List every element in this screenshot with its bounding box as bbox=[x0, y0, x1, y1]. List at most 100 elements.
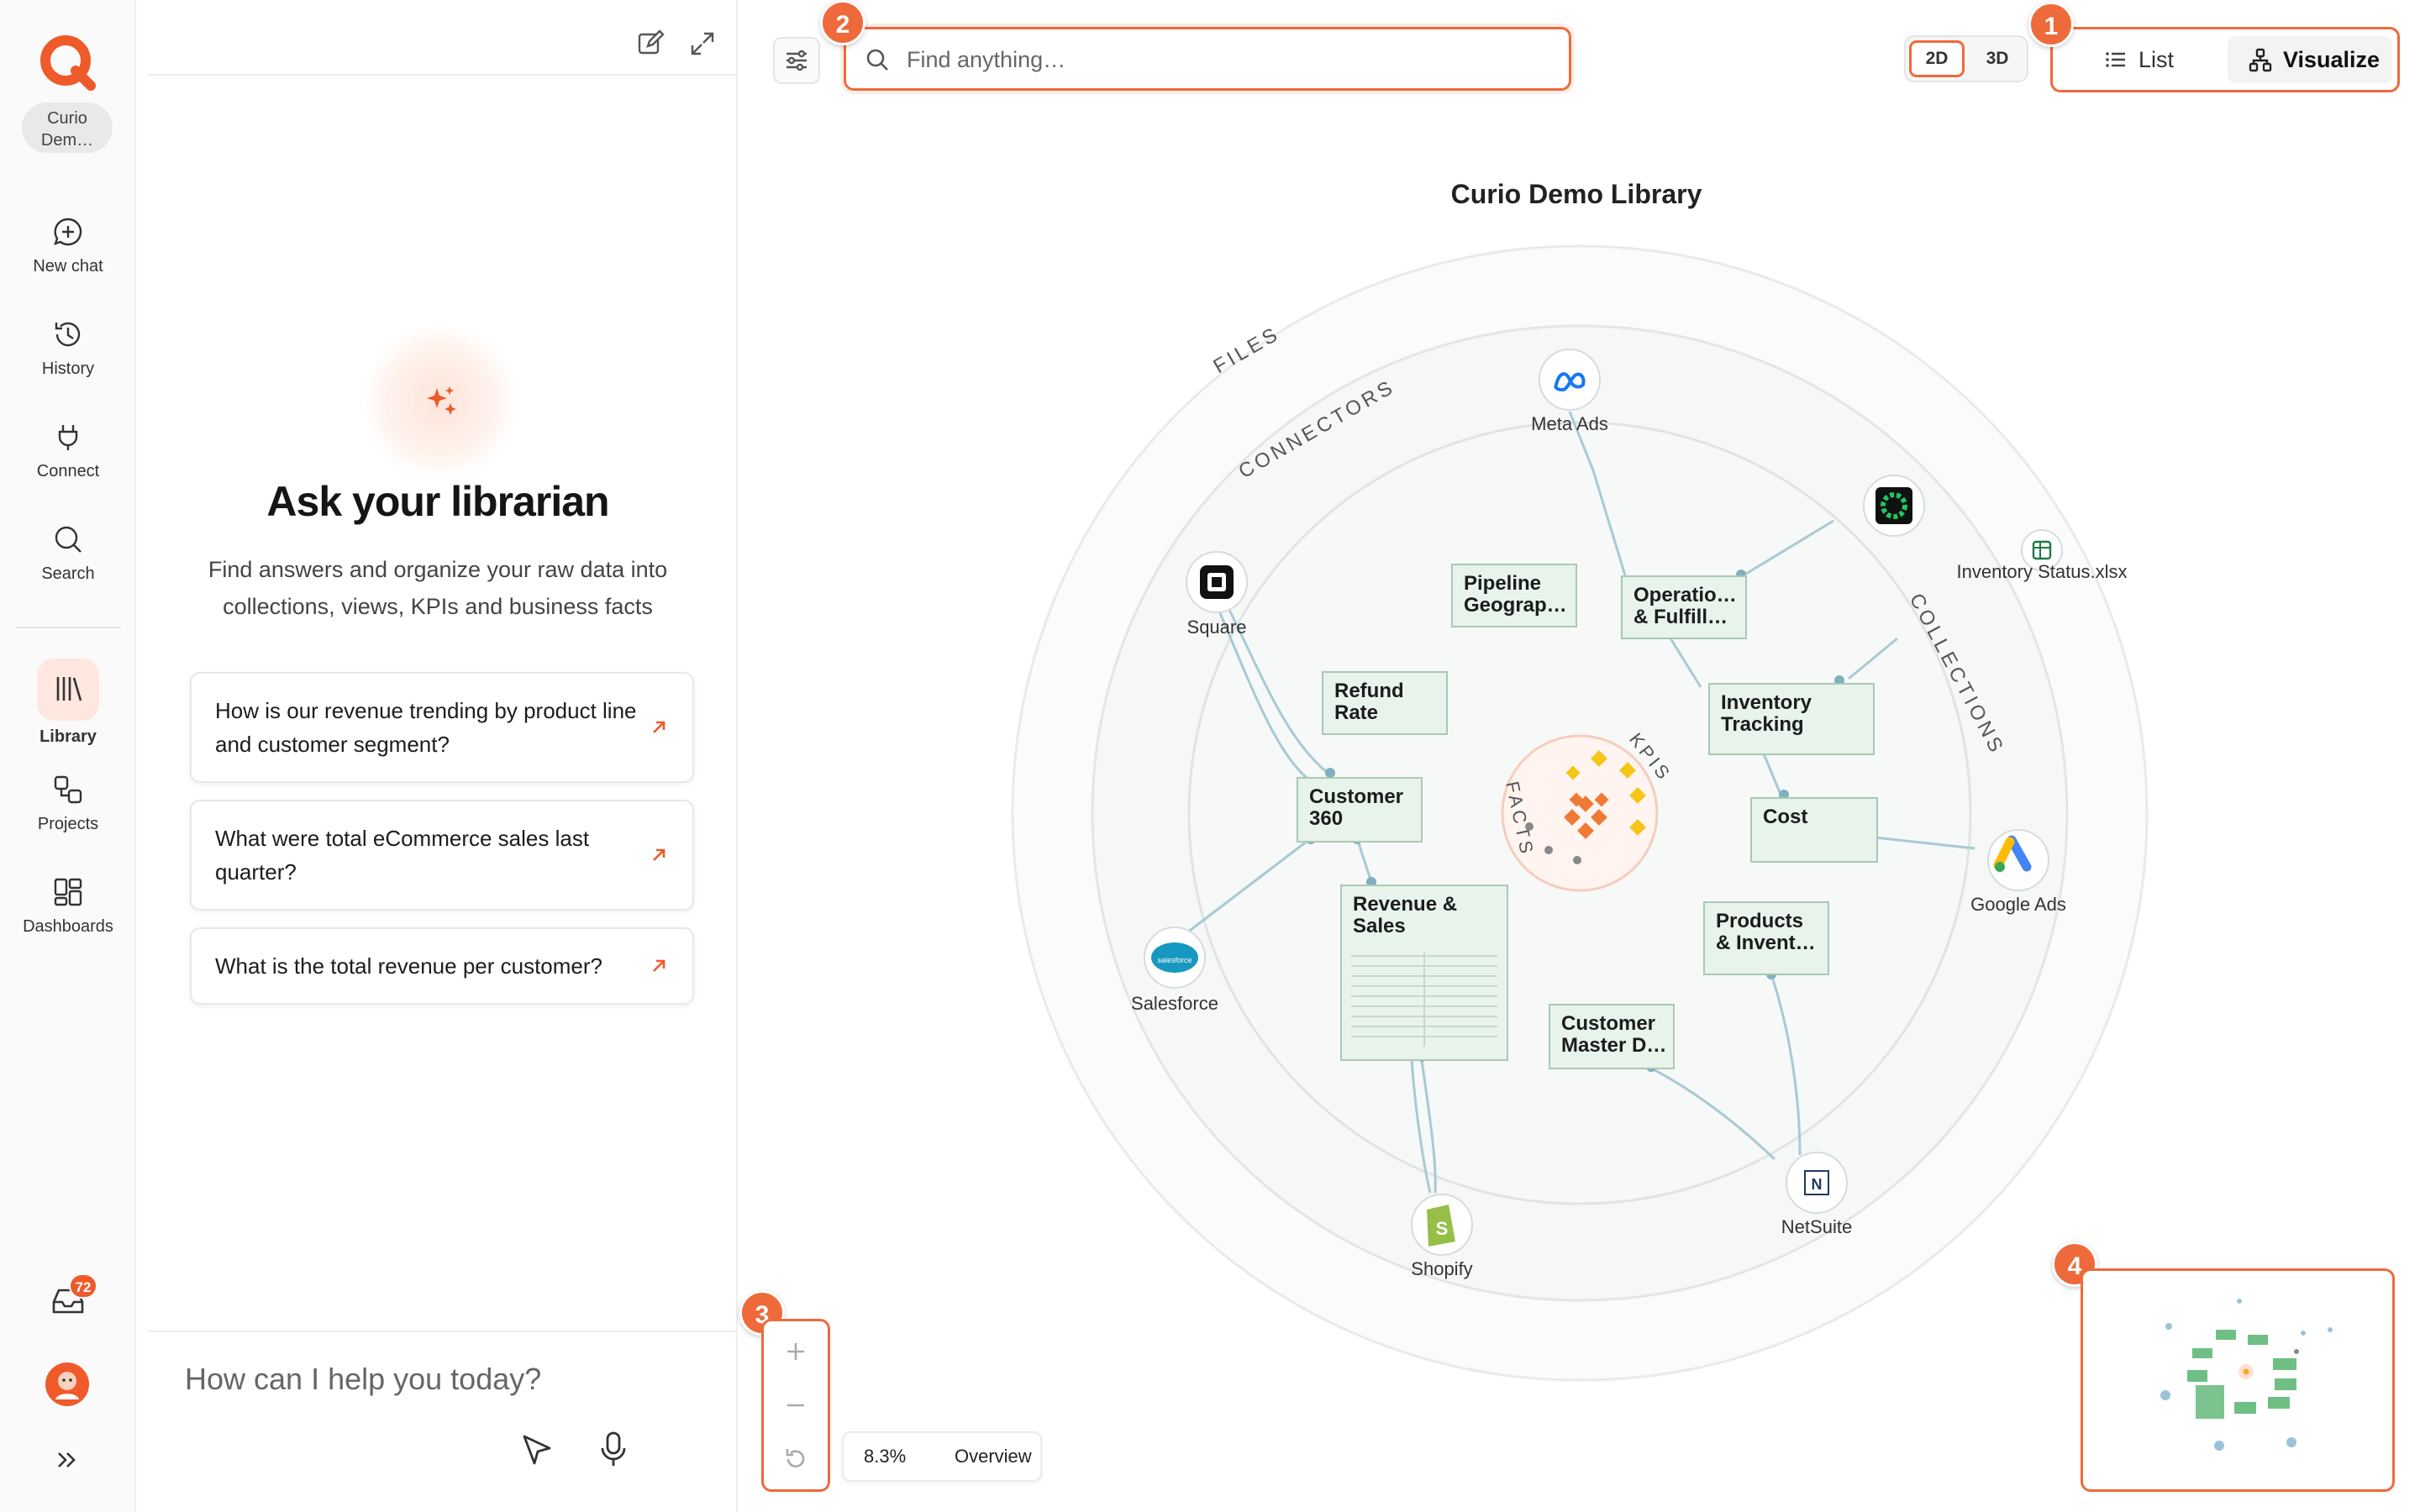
send-icon[interactable] bbox=[518, 1431, 555, 1468]
rail-history[interactable]: History bbox=[0, 318, 136, 379]
avatar-face-icon bbox=[55, 1372, 79, 1399]
callout-badge: 1 bbox=[2028, 2, 2074, 47]
chat-subtitle: Find answers and organize your raw data … bbox=[208, 557, 668, 619]
rail-search[interactable]: Search bbox=[0, 522, 136, 584]
suggestion-card[interactable]: How is our revenue trending by product l… bbox=[190, 672, 694, 783]
collection-operations-fulfillment[interactable]: Operatio… & Fulfill… bbox=[1621, 575, 1747, 639]
canvas-search-input[interactable] bbox=[907, 41, 1545, 78]
library-graph[interactable]: Curio Demo Library FILES CONNECTORS COLL… bbox=[739, 0, 2420, 1512]
rail-projects-label: Projects bbox=[37, 815, 99, 833]
rail-library[interactable]: Library bbox=[0, 659, 136, 747]
collection-revenue-sales[interactable]: Revenue & Sales bbox=[1340, 885, 1508, 1061]
collection-customer-master-data[interactable]: Customer Master D… bbox=[1549, 1004, 1675, 1069]
suggestion-card[interactable]: What is the total revenue per customer? bbox=[190, 927, 694, 1005]
chat-input[interactable] bbox=[185, 1354, 689, 1404]
inbox-button[interactable]: 72 bbox=[49, 1273, 97, 1320]
collection-refund-rate[interactable]: Refund Rate bbox=[1322, 671, 1448, 735]
svg-text:Geograp…: Geograp… bbox=[1464, 594, 1567, 617]
hierarchy-icon bbox=[2249, 48, 2272, 72]
connector-label: Salesforce bbox=[1131, 993, 1218, 1014]
rail-connect[interactable]: Connect bbox=[0, 420, 136, 481]
new-chat-icon bbox=[54, 218, 82, 246]
rail-new-chat[interactable]: New chat bbox=[0, 215, 136, 276]
rail-new-chat-label: New chat bbox=[33, 257, 103, 276]
reset-icon bbox=[786, 1449, 805, 1467]
inbox-icon bbox=[52, 1289, 84, 1314]
svg-text:Customer: Customer bbox=[1309, 785, 1403, 808]
collection-inventory-tracking[interactable]: Inventory Tracking bbox=[1708, 683, 1875, 755]
shopify-glyph: S bbox=[1436, 1218, 1449, 1239]
callout-badge: 2 bbox=[820, 0, 865, 45]
graph-edge bbox=[1848, 637, 1898, 680]
curio-logo[interactable] bbox=[37, 32, 97, 92]
connector-square[interactable]: Square bbox=[1186, 551, 1248, 638]
user-avatar[interactable] bbox=[45, 1362, 89, 1406]
rail-dashboards[interactable]: Dashboards bbox=[0, 875, 136, 937]
callout-badge: 4 bbox=[2052, 1242, 2097, 1287]
svg-text:Rate: Rate bbox=[1334, 701, 1378, 724]
search-icon bbox=[866, 49, 888, 71]
rail-projects[interactable]: Projects bbox=[0, 773, 136, 834]
svg-text:Pipeline: Pipeline bbox=[1464, 572, 1541, 595]
minimap[interactable] bbox=[2081, 1268, 2395, 1492]
canvas-search[interactable] bbox=[844, 27, 1571, 91]
sparkle-icon bbox=[427, 386, 456, 415]
suggestion-card[interactable]: What were total eCommerce sales last qua… bbox=[190, 800, 694, 911]
connector-salesforce[interactable]: salesforce Salesforce bbox=[1131, 927, 1218, 1014]
kpi-cluster[interactable] bbox=[1525, 750, 1646, 864]
zoom-in-button[interactable] bbox=[764, 1328, 828, 1378]
meta-icon bbox=[1554, 372, 1586, 392]
workspace-badge[interactable]: Curio Dem… bbox=[22, 102, 113, 153]
collection-products-inventory[interactable]: Products & Invent… bbox=[1703, 901, 1829, 975]
connector-google-ads[interactable]: Google Ads bbox=[1970, 829, 2066, 915]
connector-meta-ads[interactable]: Meta Ads bbox=[1531, 349, 1608, 434]
plus-icon bbox=[787, 1343, 804, 1360]
collection-customer-360[interactable]: Customer 360 bbox=[1297, 777, 1423, 843]
double-chevron-right-icon bbox=[58, 1452, 76, 1467]
expand-rail-button[interactable] bbox=[52, 1445, 82, 1475]
connector-unknown-app[interactable] bbox=[1863, 475, 1925, 537]
filter-button[interactable] bbox=[773, 37, 820, 84]
rail-separator bbox=[15, 627, 121, 628]
expand-icon[interactable] bbox=[687, 29, 718, 59]
minus-icon bbox=[787, 1404, 804, 1407]
connector-label: Shopify bbox=[1411, 1258, 1472, 1279]
arrow-up-right-icon bbox=[653, 721, 666, 733]
graph-edge bbox=[1745, 519, 1834, 575]
overview-button[interactable]: Overview bbox=[955, 1446, 1032, 1467]
zoom-controls bbox=[761, 1319, 830, 1492]
microphone-icon[interactable] bbox=[595, 1430, 632, 1470]
svg-text:Customer: Customer bbox=[1561, 1012, 1655, 1035]
reset-view-button[interactable] bbox=[764, 1436, 828, 1486]
collection-cost[interactable]: Cost bbox=[1750, 797, 1878, 863]
kpi-core[interactable] bbox=[1501, 734, 1659, 892]
library-canvas[interactable]: Curio Demo Library FILES CONNECTORS COLL… bbox=[739, 0, 2420, 1512]
graph-edge bbox=[1770, 974, 1802, 1156]
dim-3d-button[interactable]: 3D bbox=[1986, 49, 2009, 68]
svg-text:Inventory: Inventory bbox=[1721, 691, 1812, 714]
graph-edge bbox=[1866, 835, 1975, 850]
graph-edge bbox=[1568, 411, 1627, 576]
graph-edge bbox=[1410, 1059, 1432, 1194]
connector-shopify[interactable]: S Shopify bbox=[1411, 1194, 1473, 1279]
zoom-out-button[interactable] bbox=[764, 1382, 828, 1432]
list-view-label: List bbox=[2139, 47, 2175, 72]
connector-label: NetSuite bbox=[1781, 1216, 1852, 1237]
rail-history-label: History bbox=[41, 360, 95, 378]
dim-2d-button[interactable]: 2D bbox=[1909, 40, 1965, 77]
connector-netsuite[interactable]: N NetSuite bbox=[1781, 1152, 1852, 1237]
svg-text:Products: Products bbox=[1716, 910, 1803, 932]
table-preview-lines bbox=[1351, 953, 1497, 1047]
edit-icon[interactable] bbox=[635, 29, 666, 59]
collection-pipeline-geography[interactable]: Pipeline Geograp… bbox=[1451, 564, 1577, 627]
arrow-up-right-icon bbox=[653, 848, 666, 861]
list-view-button[interactable]: List bbox=[2103, 36, 2221, 83]
file-inventory-status[interactable]: Inventory Status.xlsx bbox=[1957, 529, 2128, 582]
graph-edge bbox=[1648, 1065, 1776, 1161]
connector-label: Meta Ads bbox=[1531, 413, 1608, 434]
list-icon bbox=[2106, 52, 2125, 67]
graph-edge bbox=[1355, 837, 1373, 883]
rail-connect-label: Connect bbox=[36, 462, 100, 480]
visualize-view-button[interactable]: Visualize bbox=[2228, 36, 2392, 83]
